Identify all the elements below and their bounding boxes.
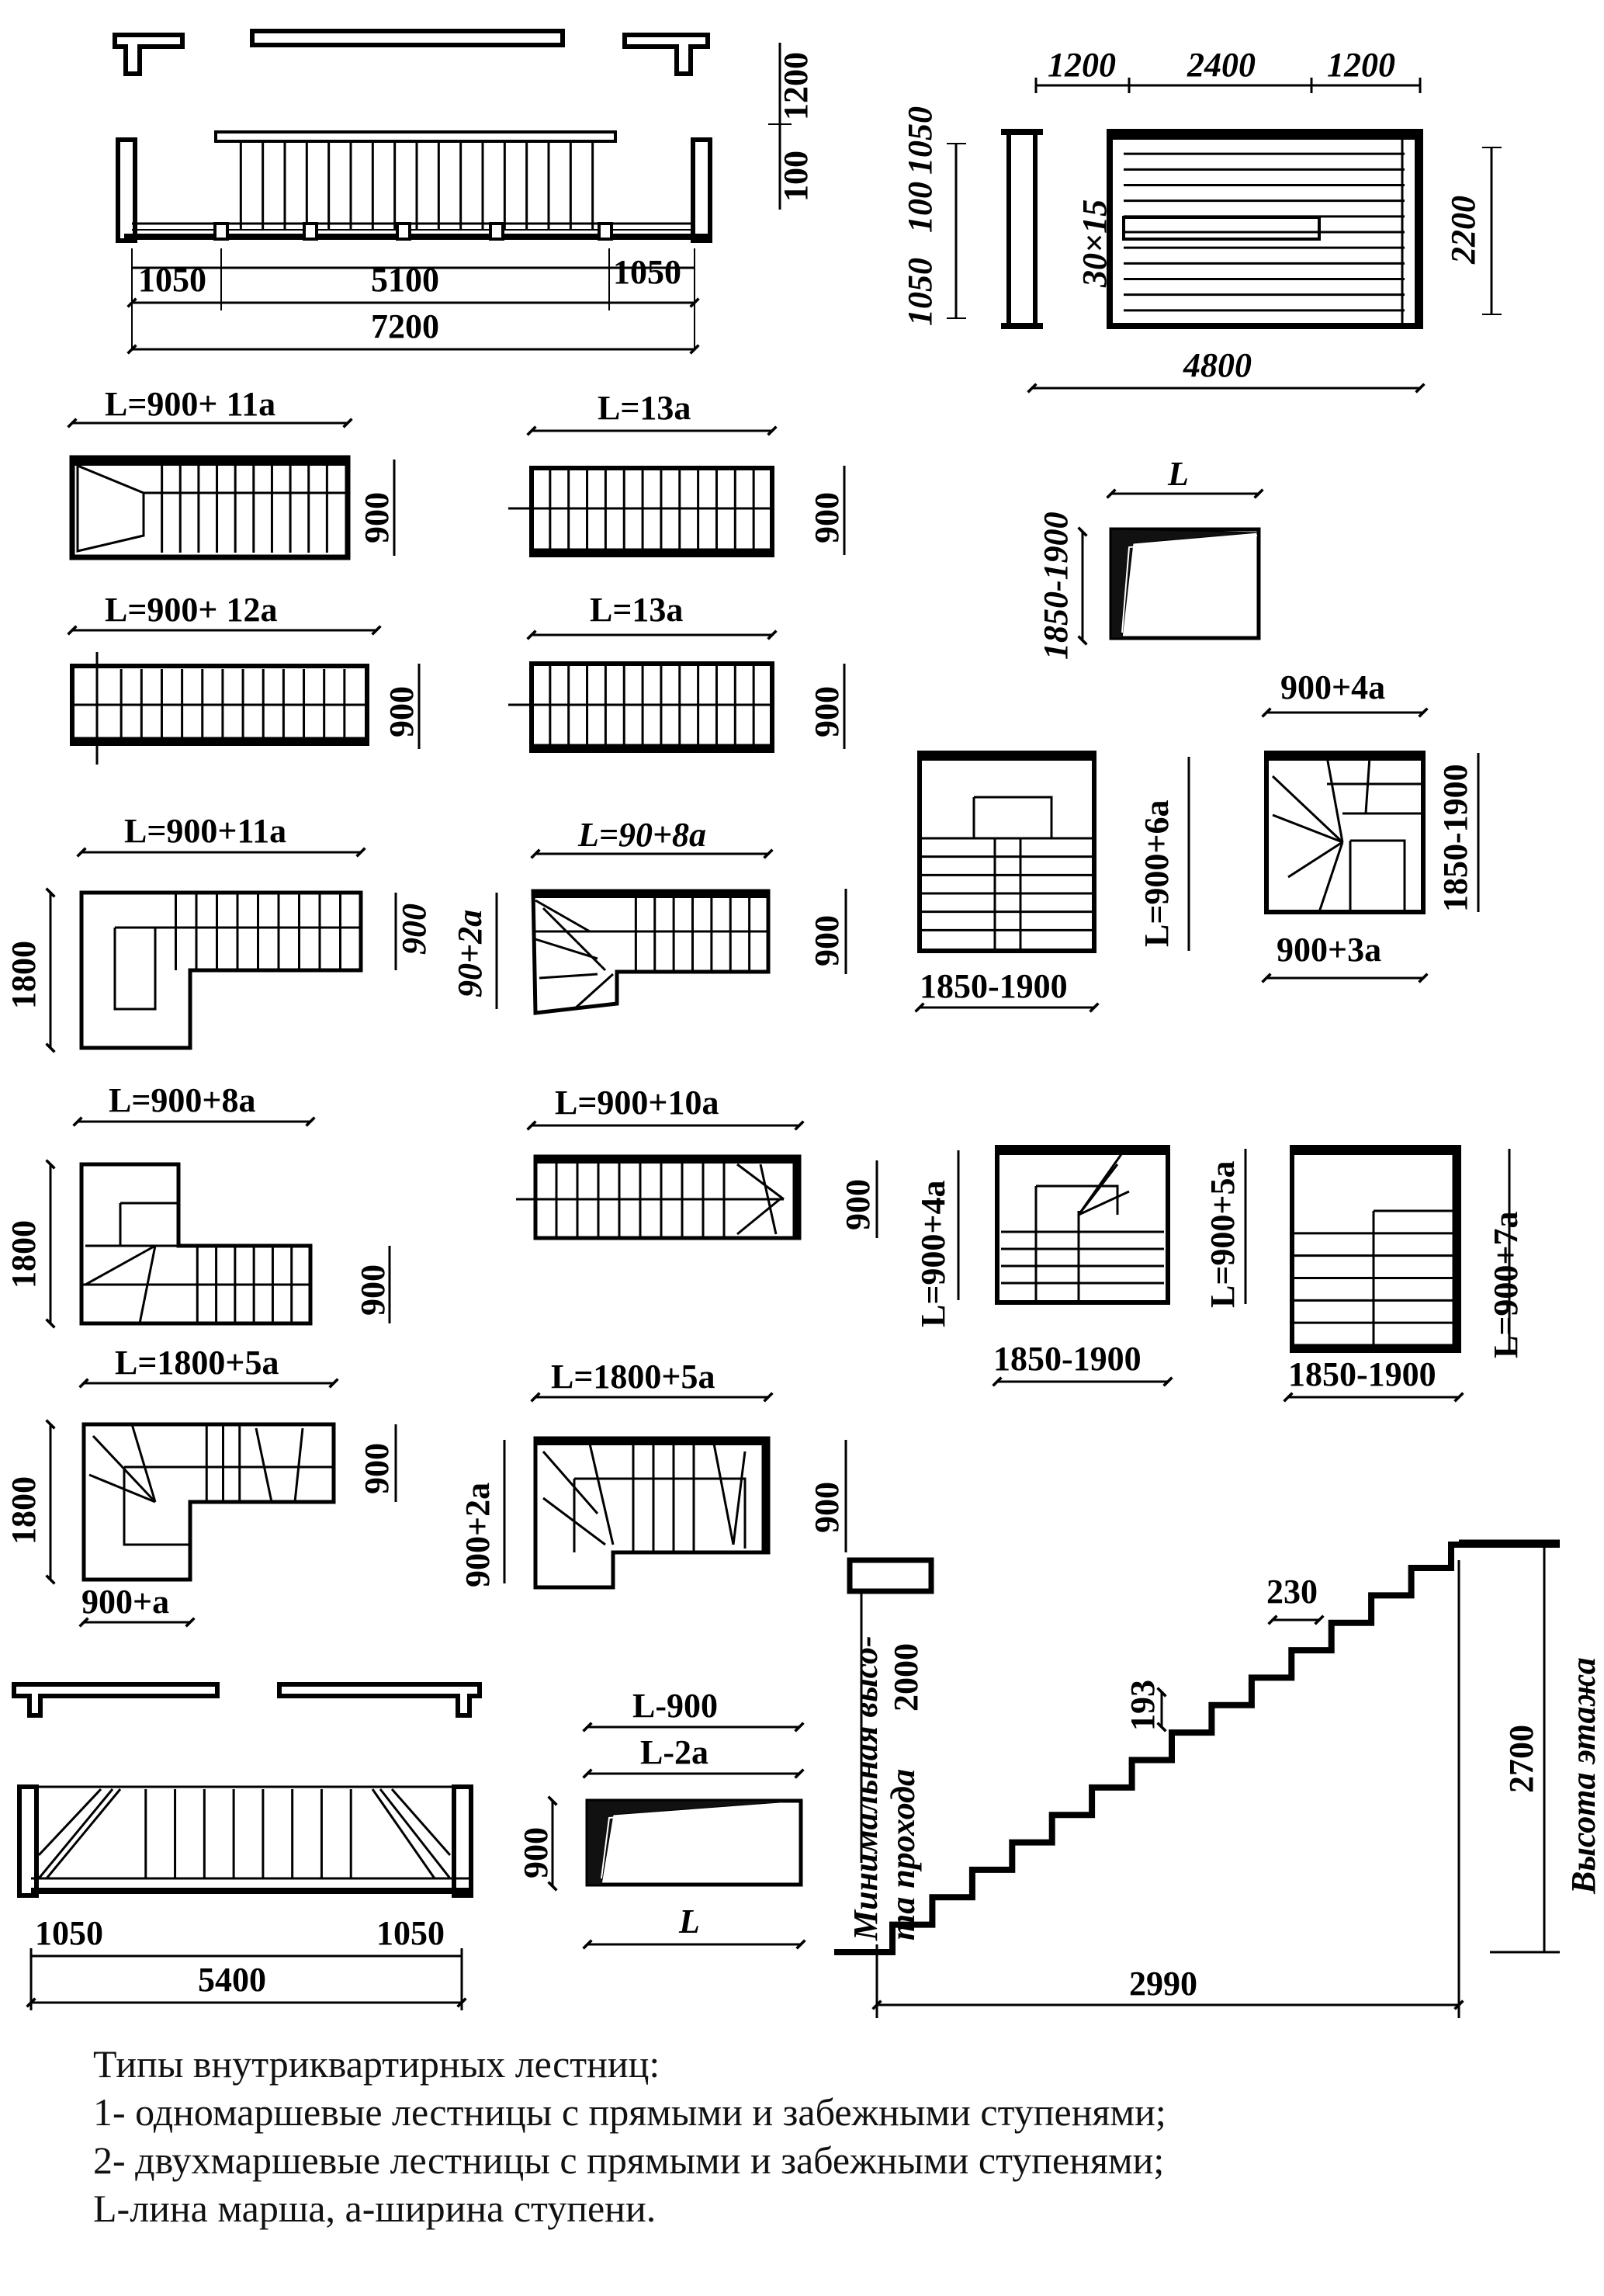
- sf4-length: L=13a: [590, 591, 683, 629]
- bottom-left-labels: 1050 1050 5400: [35, 1914, 445, 1999]
- bottom-section: [547, 1722, 806, 1950]
- top-right-plan-labels: 1200 2400 1200 4800 2200 30×15 1050 100 …: [901, 46, 1482, 384]
- tf4-bottom: 1850-1900: [1288, 1355, 1436, 1393]
- headroom-label: Минимальная высо-: [847, 1635, 885, 1941]
- caption-line-3: L-лина марша, а-ширина ступени.: [93, 2187, 656, 2230]
- bs-900: 900: [517, 1827, 555, 1878]
- small-section: [1077, 488, 1264, 646]
- riser-dim: 193: [1124, 1680, 1162, 1731]
- l2-width: 900: [808, 915, 846, 966]
- section-L: L: [1167, 455, 1189, 493]
- l6-width: 900: [808, 1482, 846, 1533]
- dim-1050-a: 1050: [901, 106, 939, 175]
- dim-7200: 7200: [371, 307, 439, 345]
- single-flight-labels: L=900+ 11a 900 L=13a 900 L=900+ 12a 900 …: [105, 385, 846, 737]
- l5-height: 1800: [5, 1476, 43, 1545]
- tf4-left: L=900+5a: [1204, 1161, 1242, 1309]
- bottom-section-labels: L-900 L-2a 900 L: [517, 1687, 718, 1941]
- bp-1050-left: 1050: [35, 1914, 103, 1952]
- l3-width: 900: [354, 1264, 392, 1316]
- dim-100: 100: [777, 151, 815, 202]
- bottom-left-plan: [12, 1682, 482, 2010]
- sf4-width: 900: [808, 686, 846, 737]
- tread-dim: 230: [1266, 1573, 1318, 1611]
- l1-width: 900: [395, 903, 433, 955]
- bp-1050-right: 1050: [376, 1914, 445, 1952]
- bs-l2a: L-2a: [640, 1733, 708, 1771]
- dim-1050-right: 1050: [613, 253, 681, 291]
- height-dim: 2700: [1502, 1725, 1540, 1793]
- l6-length: L=1800+5a: [551, 1358, 715, 1396]
- sf3-width: 900: [383, 686, 421, 737]
- sf3-length: L=900+ 12a: [105, 591, 278, 629]
- dim-100-b: 100: [901, 182, 939, 233]
- tf2-side: 1850-1900: [1436, 764, 1474, 912]
- tf1-bottom: 1850-1900: [920, 967, 1068, 1005]
- bp-5400: 5400: [198, 1961, 266, 1999]
- floor-height-label: Высота этажа: [1564, 1657, 1602, 1895]
- l4-length: L=900+10a: [555, 1084, 719, 1122]
- two-flight-labels: L=900+6a 1850-1900 900+4a 900+3a 1850-19…: [914, 668, 1525, 1393]
- l4-width: 900: [839, 1179, 877, 1230]
- dim-2400: 2400: [1187, 46, 1256, 84]
- l6-height: 900+2a: [459, 1483, 497, 1587]
- l1-height: 1800: [5, 941, 43, 1009]
- dim-1050-left: 1050: [138, 261, 206, 299]
- l1-length: L=900+11a: [124, 812, 286, 850]
- dim-4800: 4800: [1183, 346, 1252, 384]
- stair-elevation: [834, 1539, 1560, 2018]
- l-shaped-row4: [45, 1116, 878, 1329]
- tf2-top: 900+4a: [1280, 668, 1385, 706]
- l5-length: L=1800+5a: [115, 1344, 279, 1382]
- run-dim: 2990: [1129, 1965, 1197, 2003]
- sf2-length: L=13a: [598, 389, 691, 427]
- l5-width: 900: [358, 1443, 396, 1494]
- dim-1200: 1200: [777, 52, 815, 120]
- caption-line-2: 2- двухмаршевые лестницы с прямыми и заб…: [93, 2138, 1165, 2182]
- caption-line-1: 1- одномаршевые лестницы с прямыми и заб…: [93, 2090, 1166, 2134]
- sf1-length: L=900+ 11a: [105, 385, 275, 423]
- tf4-right: L=900+7a: [1487, 1212, 1525, 1359]
- headroom-value: 2000: [887, 1643, 925, 1712]
- headroom-label-2: та прохода: [884, 1769, 922, 1941]
- dim-1200-a: 1200: [1048, 46, 1116, 84]
- stair-elevation-labels: Минимальная высо- та прохода 2000 230 19…: [847, 1573, 1602, 2003]
- dim-30x15: 30×15: [1076, 199, 1114, 288]
- tf2-bottom: 900+3a: [1277, 931, 1381, 969]
- l-shaped-row3: [45, 847, 847, 1053]
- l3-height: 1800: [5, 1220, 43, 1288]
- l-shaped-row5-labels: L=1800+5a 1800 900 900+a L=1800+5a 900+2…: [5, 1344, 846, 1621]
- tf1-side: L=900+6a: [1138, 800, 1176, 948]
- section-height: 1850-1900: [1037, 512, 1075, 660]
- caption: Типы внутриквартирных лестниц: 1- однома…: [93, 2040, 1568, 2232]
- bs-L: L: [678, 1902, 700, 1941]
- l2-height: 90+2a: [451, 910, 489, 997]
- top-left-plan-labels: 1050 5100 1050 7200 1200 100: [138, 52, 815, 345]
- two-flight-plans: [914, 707, 1511, 1403]
- bs-l900: L-900: [632, 1687, 718, 1725]
- l-shaped-row4-labels: L=900+8a 1800 900 L=900+10a 900: [5, 1081, 877, 1316]
- top-right-plan: [947, 78, 1502, 394]
- caption-title: Типы внутриквартирных лестниц:: [93, 2042, 660, 2086]
- l3-length: L=900+8a: [109, 1081, 256, 1119]
- sf1-width: 900: [358, 492, 396, 543]
- l-shaped-row3-labels: L=900+11a 1800 900 L=90+8a 90+2a 900: [5, 812, 846, 1009]
- small-section-labels: L 1850-1900: [1037, 455, 1189, 660]
- dim-2200: 2200: [1444, 196, 1482, 265]
- l5-bottom: 900+a: [81, 1583, 169, 1621]
- l2-length: L=90+8a: [577, 816, 706, 854]
- dim-1050-b: 1050: [901, 258, 939, 326]
- tf3-side: L=900+4a: [914, 1181, 952, 1328]
- dim-5100: 5100: [371, 261, 439, 299]
- single-flight-plans: [67, 418, 846, 765]
- sf2-width: 900: [808, 492, 846, 543]
- tf3-bottom: 1850-1900: [993, 1340, 1142, 1378]
- l-shaped-row5: [45, 1378, 847, 1628]
- top-left-plan: [113, 29, 792, 355]
- dim-1200-b: 1200: [1327, 46, 1395, 84]
